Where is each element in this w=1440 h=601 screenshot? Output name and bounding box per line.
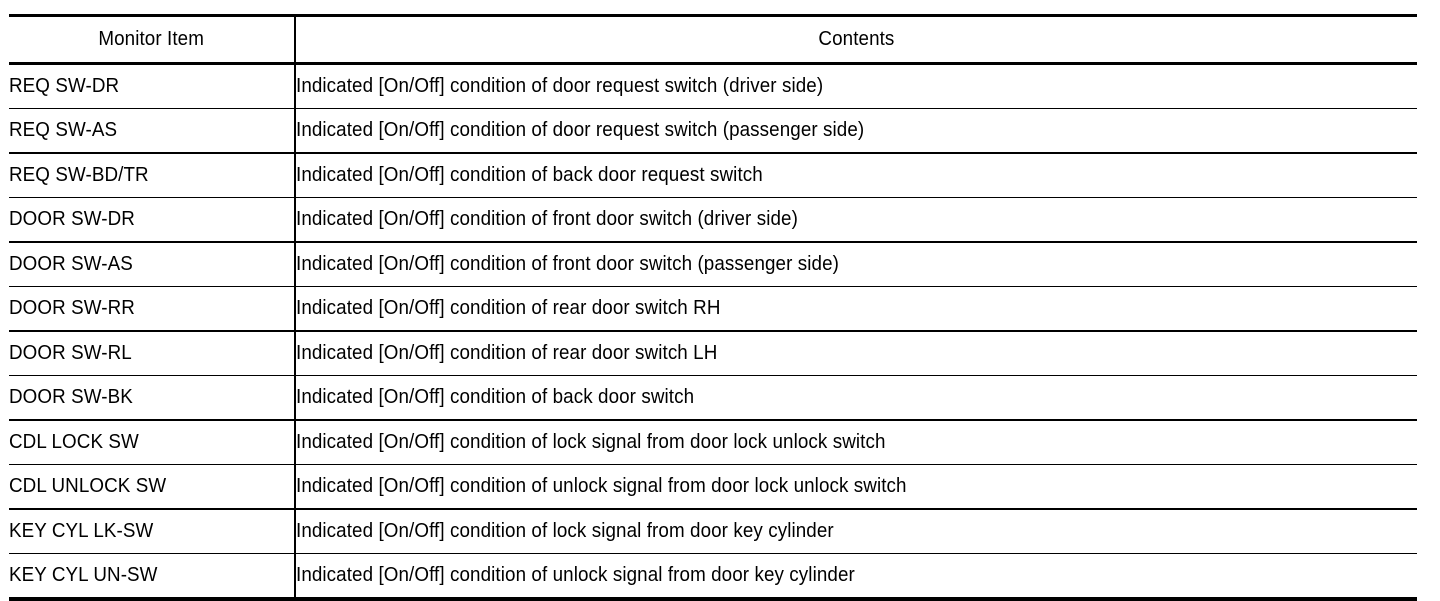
cell-monitor-item: CDL LOCK SW bbox=[9, 420, 296, 465]
cell-contents: Indicated [On/Off] condition of door req… bbox=[295, 63, 1417, 109]
cell-monitor-item: DOOR SW-BK bbox=[9, 375, 296, 421]
cell-contents: Indicated [On/Off] condition of door req… bbox=[295, 108, 1417, 154]
table-row: DOOR SW-AS Indicated [On/Off] condition o… bbox=[9, 242, 1417, 287]
contents-description: Indicated [On/Off] condition of lock sig… bbox=[296, 431, 886, 453]
column-header-contents: Contents bbox=[295, 14, 1417, 65]
cell-monitor-item: REQ SW-DR bbox=[9, 63, 296, 109]
cell-contents: Indicated [On/Off] condition of front do… bbox=[295, 242, 1417, 287]
table-row: DOOR SW-DR Indicated [On/Off] condition o… bbox=[9, 197, 1417, 243]
cell-contents: Indicated [On/Off] condition of lock sig… bbox=[295, 509, 1417, 554]
contents-description: Indicated [On/Off] condition of rear doo… bbox=[296, 297, 721, 319]
table-row: KEY CYL UN-SW Indicated [On/Off] conditio… bbox=[9, 553, 1417, 601]
monitor-item-label: KEY CYL UN-SW bbox=[9, 564, 158, 586]
contents-description: Indicated [On/Off] condition of front do… bbox=[296, 208, 798, 230]
monitor-item-label: DOOR SW-RR bbox=[9, 297, 135, 319]
table-row: CDL UNLOCK SW Indicated [On/Off] conditio… bbox=[9, 464, 1417, 510]
table-body: REQ SW-DR Indicated [On/Off] condition of… bbox=[9, 63, 1417, 601]
table-row: DOOR SW-RR Indicated [On/Off] condition o… bbox=[9, 286, 1417, 332]
cell-monitor-item: REQ SW-BD/TR bbox=[9, 153, 296, 198]
cell-monitor-item: KEY CYL UN-SW bbox=[9, 553, 296, 601]
monitor-item-table: Monitor Item Contents REQ SW-DR Indicated… bbox=[9, 14, 1417, 601]
cell-monitor-item: DOOR SW-RR bbox=[9, 286, 296, 332]
contents-description: Indicated [On/Off] condition of unlock s… bbox=[296, 475, 907, 497]
cell-contents: Indicated [On/Off] condition of rear doo… bbox=[295, 331, 1417, 376]
monitor-item-label: REQ SW-BD/TR bbox=[9, 164, 149, 186]
contents-description: Indicated [On/Off] condition of door req… bbox=[296, 119, 865, 141]
table-header: Monitor Item Contents bbox=[9, 14, 1417, 65]
contents-description: Indicated [On/Off] condition of back doo… bbox=[296, 386, 695, 408]
cell-monitor-item: CDL UNLOCK SW bbox=[9, 464, 296, 510]
cell-contents: Indicated [On/Off] condition of lock sig… bbox=[295, 420, 1417, 465]
monitor-item-label: REQ SW-AS bbox=[9, 119, 118, 141]
monitor-item-label: CDL UNLOCK SW bbox=[9, 475, 167, 497]
table-row: REQ SW-DR Indicated [On/Off] condition of… bbox=[9, 63, 1417, 109]
monitor-item-label: KEY CYL LK-SW bbox=[9, 520, 154, 542]
table-row: REQ SW-BD/TR Indicated [On/Off] condition… bbox=[9, 153, 1417, 198]
column-header-monitor-item: Monitor Item bbox=[9, 14, 296, 65]
column-header-contents-label: Contents bbox=[818, 28, 895, 50]
contents-description: Indicated [On/Off] condition of door req… bbox=[296, 75, 824, 97]
cell-monitor-item: DOOR SW-DR bbox=[9, 197, 296, 243]
table-row: DOOR SW-RL Indicated [On/Off] condition o… bbox=[9, 331, 1417, 376]
cell-monitor-item: REQ SW-AS bbox=[9, 108, 296, 154]
table-header-row: Monitor Item Contents bbox=[9, 14, 1417, 65]
cell-monitor-item: DOOR SW-RL bbox=[9, 331, 296, 376]
cell-contents: Indicated [On/Off] condition of unlock s… bbox=[295, 553, 1417, 601]
table-row: KEY CYL LK-SW Indicated [On/Off] conditio… bbox=[9, 509, 1417, 554]
column-header-monitor-item-label: Monitor Item bbox=[98, 28, 205, 50]
monitor-item-label: DOOR SW-BK bbox=[9, 386, 133, 408]
monitor-item-label: DOOR SW-DR bbox=[9, 208, 135, 230]
monitor-item-label: DOOR SW-AS bbox=[9, 253, 133, 275]
cell-monitor-item: DOOR SW-AS bbox=[9, 242, 296, 287]
cell-contents: Indicated [On/Off] condition of back doo… bbox=[295, 375, 1417, 421]
contents-description: Indicated [On/Off] condition of rear doo… bbox=[296, 342, 718, 364]
monitor-item-label: REQ SW-DR bbox=[9, 75, 120, 97]
cell-contents: Indicated [On/Off] condition of front do… bbox=[295, 197, 1417, 243]
contents-description: Indicated [On/Off] condition of back doo… bbox=[296, 164, 763, 186]
cell-contents: Indicated [On/Off] condition of back doo… bbox=[295, 153, 1417, 198]
cell-monitor-item: KEY CYL LK-SW bbox=[9, 509, 296, 554]
table-row: CDL LOCK SW Indicated [On/Off] condition … bbox=[9, 420, 1417, 465]
contents-description: Indicated [On/Off] condition of front do… bbox=[296, 253, 839, 275]
contents-description: Indicated [On/Off] condition of unlock s… bbox=[296, 564, 855, 586]
cell-contents: Indicated [On/Off] condition of unlock s… bbox=[295, 464, 1417, 510]
document-page: Monitor Item Contents REQ SW-DR Indicated… bbox=[9, 14, 1417, 601]
table-row: DOOR SW-BK Indicated [On/Off] condition o… bbox=[9, 375, 1417, 421]
cell-contents: Indicated [On/Off] condition of rear doo… bbox=[295, 286, 1417, 332]
contents-description: Indicated [On/Off] condition of lock sig… bbox=[296, 520, 834, 542]
monitor-item-label: CDL LOCK SW bbox=[9, 431, 139, 453]
table-row: REQ SW-AS Indicated [On/Off] condition of… bbox=[9, 108, 1417, 154]
monitor-item-label: DOOR SW-RL bbox=[9, 342, 132, 364]
